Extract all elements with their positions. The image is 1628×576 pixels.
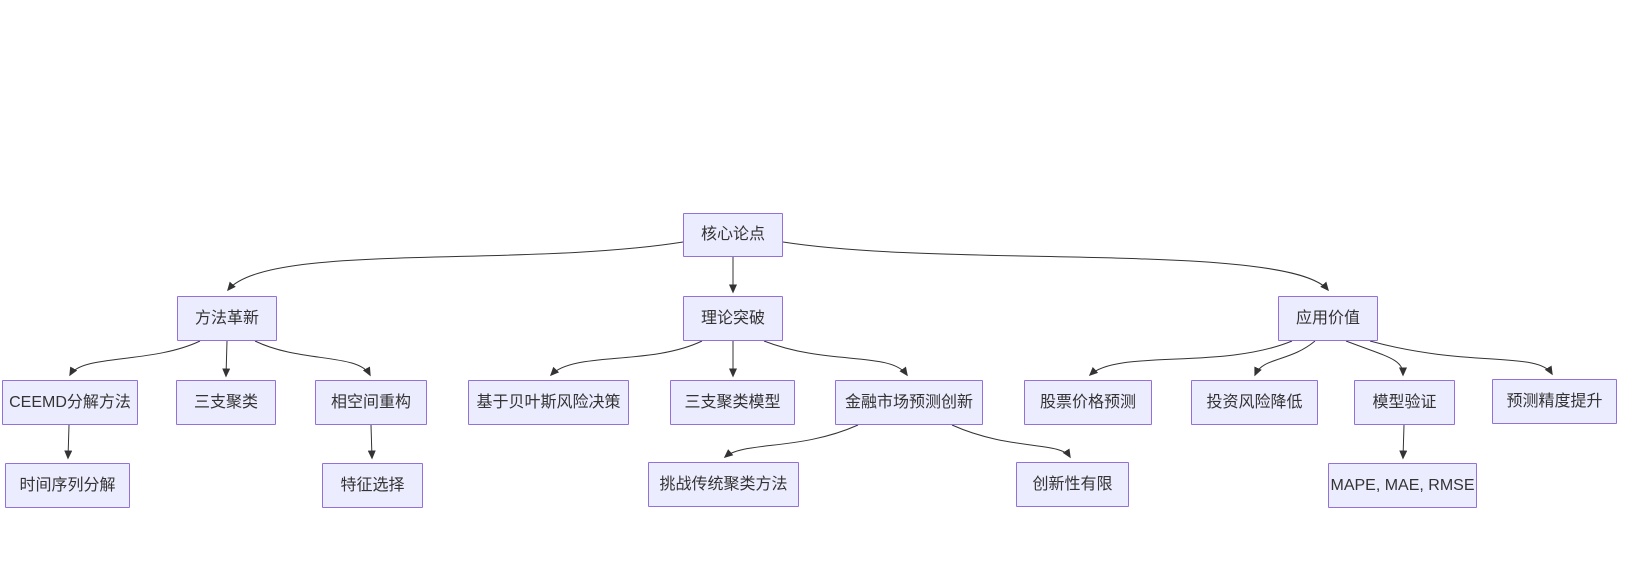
edge-group — [64, 241, 1553, 460]
node-label: 相空间重构 — [330, 393, 411, 411]
edge-method-ceemd — [69, 340, 201, 377]
edge-value-validate — [1345, 340, 1407, 377]
edge-phase-feature — [367, 424, 376, 460]
edge-theory-finance — [763, 340, 908, 377]
node-limited: 创新性有限 — [1016, 462, 1129, 507]
node-label: 时间序列分解 — [19, 476, 116, 494]
node-metrics: MAPE, MAE, RMSE — [1328, 463, 1477, 508]
edge-ceemd-tsdecomp — [64, 424, 73, 460]
node-value: 应用价值 — [1278, 296, 1378, 341]
node-label: 核心论点 — [700, 226, 765, 243]
node-label: 挑战传统聚类方法 — [659, 475, 788, 493]
node-label: 特征选择 — [340, 476, 405, 494]
edge-value-precision — [1369, 340, 1553, 376]
node-theory: 理论突破 — [683, 296, 783, 341]
node-label: 金融市场预测创新 — [844, 393, 973, 411]
node-stock: 股票价格预测 — [1024, 380, 1152, 425]
node-tsdecomp: 时间序列分解 — [5, 463, 130, 508]
edge-root-value — [782, 241, 1329, 292]
node-feature: 特征选择 — [322, 463, 423, 508]
node-validate: 模型验证 — [1354, 380, 1455, 425]
edge-value-stock — [1088, 340, 1293, 377]
node-threemodel: 三支聚类模型 — [670, 380, 795, 425]
node-label: 投资风险降低 — [1206, 393, 1303, 411]
node-label: 三支聚类模型 — [684, 393, 781, 411]
node-risk: 投资风险降低 — [1191, 380, 1318, 425]
node-label: 方法革新 — [194, 309, 259, 327]
node-label: 基于贝叶斯风险决策 — [476, 393, 621, 411]
edge-finance-challenge — [723, 424, 859, 458]
edge-finance-limited — [951, 424, 1071, 459]
node-label: 理论突破 — [700, 309, 765, 327]
node-challenge: 挑战传统聚类方法 — [648, 462, 799, 507]
edge-method-phase — [254, 340, 371, 377]
edge-validate-metrics — [1399, 424, 1408, 460]
node-root: 核心论点 — [683, 213, 783, 257]
node-phase: 相空间重构 — [315, 380, 427, 425]
node-finance: 金融市场预测创新 — [835, 380, 983, 425]
node-method: 方法革新 — [177, 296, 277, 341]
node-label: 应用价值 — [1295, 309, 1360, 327]
node-label: 模型验证 — [1372, 393, 1437, 411]
node-threeway: 三支聚类 — [176, 380, 276, 425]
node-ceemd: CEEMD分解方法 — [2, 380, 138, 425]
node-bayes: 基于贝叶斯风险决策 — [468, 380, 629, 425]
edge-method-threeway — [222, 340, 231, 378]
edge-root-method — [227, 241, 684, 292]
node-label: 预测精度提升 — [1506, 392, 1603, 410]
node-label: 创新性有限 — [1032, 475, 1113, 493]
edge-theory-bayes — [549, 340, 703, 377]
node-label: CEEMD分解方法 — [9, 393, 131, 411]
node-label: MAPE, MAE, RMSE — [1330, 476, 1475, 494]
node-label: 三支聚类 — [193, 393, 258, 411]
edge-value-risk — [1254, 340, 1316, 377]
node-precision: 预测精度提升 — [1492, 379, 1617, 424]
node-label: 股票价格预测 — [1039, 393, 1136, 411]
